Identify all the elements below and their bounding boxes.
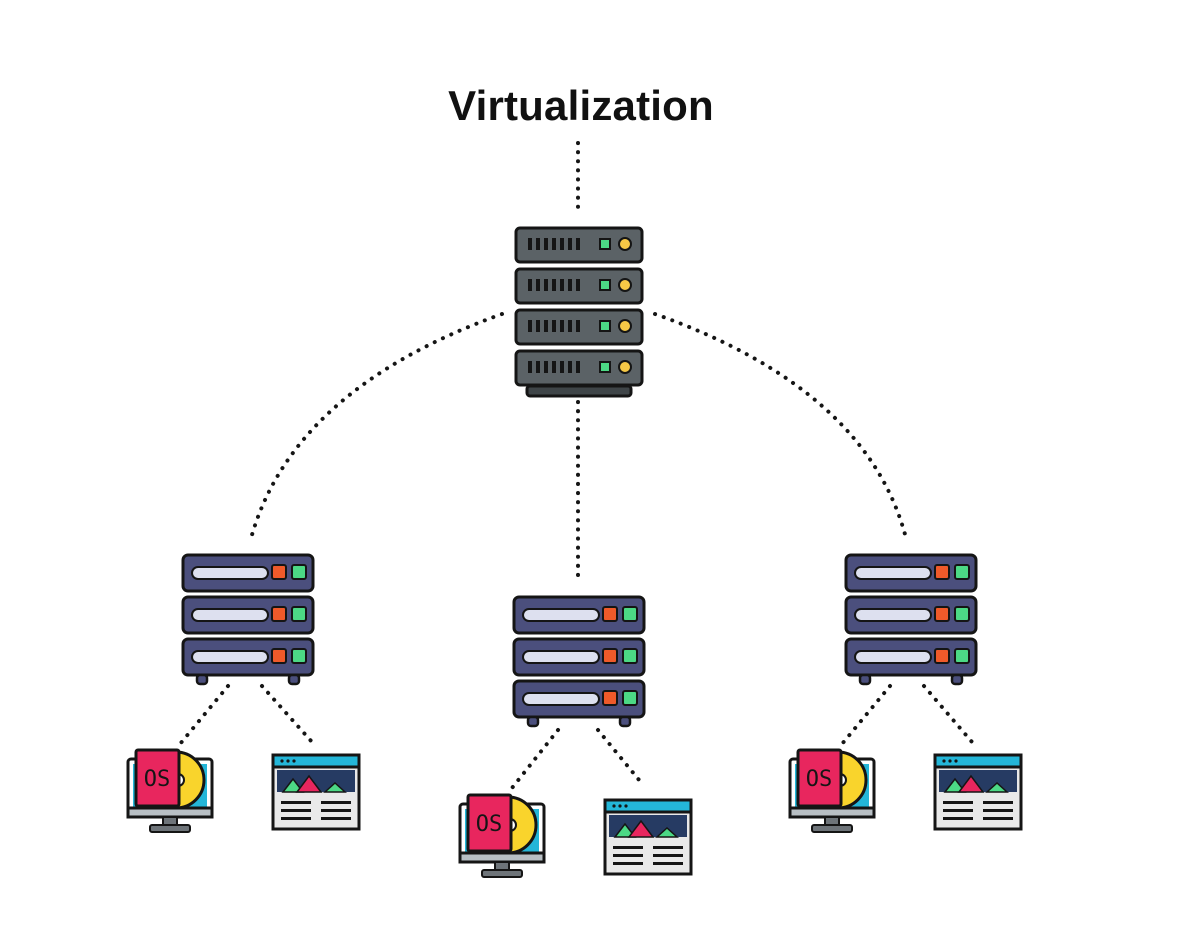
left-vm-to-app-line [260,684,314,744]
os-label: OS [476,812,503,837]
left-virtual-server-icon [181,553,315,686]
center-app-window-icon [603,798,693,876]
left-os-monitor-icon: OS [126,748,214,834]
right-app-window-icon [933,753,1023,831]
os-label: OS [144,767,171,792]
connection-lines [178,141,974,790]
left-vm-to-os-line [178,684,230,746]
center-vm-to-os-line [510,728,560,790]
right-virtual-server-icon [844,553,978,686]
right-vm-to-os-line [840,684,892,746]
host-server-icon [514,226,644,398]
right-os-monitor-icon: OS [788,748,876,834]
diagram-title: Virtualization [448,82,714,129]
host-to-right-vm-line [653,312,909,544]
host-to-left-vm-line [248,312,504,544]
center-os-monitor-icon: OS [458,793,546,879]
os-label: OS [806,767,833,792]
center-vm-to-app-line [596,728,646,788]
left-app-window-icon [271,753,361,831]
center-virtual-server-icon [512,595,646,728]
right-vm-to-app-line [922,684,974,744]
